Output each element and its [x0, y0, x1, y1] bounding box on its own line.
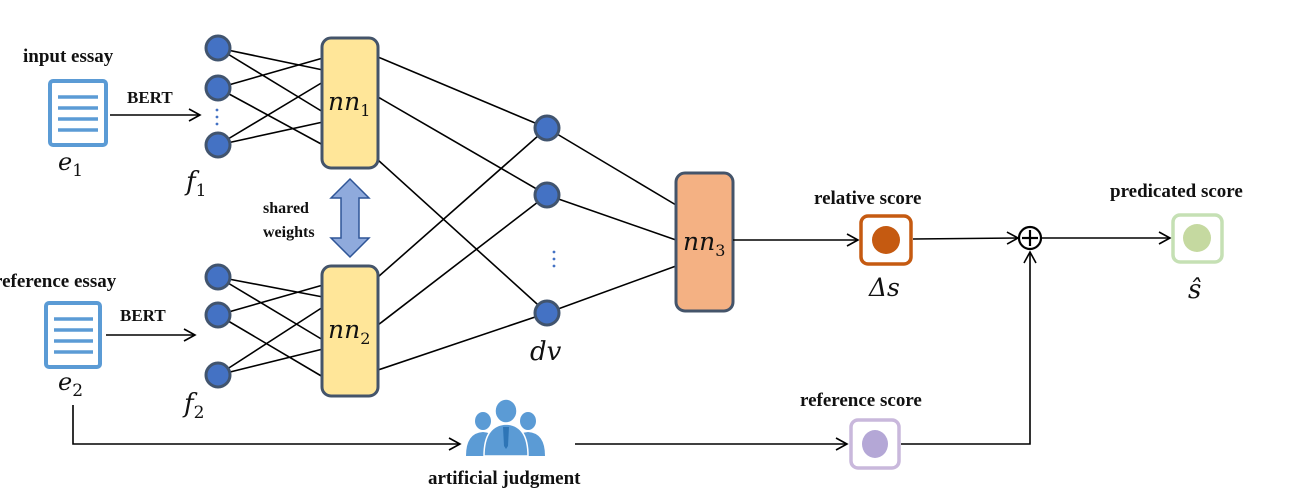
- reference-score-label: reference score: [800, 390, 922, 411]
- shared-weights: shared weights: [263, 177, 371, 259]
- network-nn3: nn3: [674, 171, 735, 313]
- feature-nodes-f2: [204, 263, 232, 389]
- edges-dv-nn3: [546, 127, 677, 314]
- neuron-node: [533, 299, 561, 327]
- feature-nodes-f1: [204, 34, 232, 159]
- shared-weights-label-line2: weights: [263, 224, 315, 241]
- reference-score: reference score: [800, 390, 922, 470]
- plus-operator-icon: [1017, 225, 1043, 251]
- neuron-node: [204, 131, 232, 159]
- edges-f1-nn1: [217, 47, 324, 146]
- artificial-judgment-label: artificial judgment: [428, 468, 581, 489]
- predicted-score-label: predicated score: [1110, 181, 1243, 202]
- difference-vector-nodes: dv: [530, 114, 562, 367]
- neuron-node: [204, 74, 232, 102]
- essay-symbol-e1: e1: [58, 148, 83, 181]
- arrow-e2-judgment: [72, 405, 462, 451]
- arrow-relative-plus: [912, 231, 1020, 245]
- ellipsis-icon: [552, 250, 556, 268]
- reference-essay-branch: reference essay e2 BERT f2: [0, 271, 204, 423]
- arrow-reference-plus: [901, 250, 1037, 445]
- neuron-node: [204, 263, 232, 291]
- input-essay-branch: input essay e1 BERT f1: [23, 46, 206, 201]
- essay-symbol-e2: e2: [58, 368, 83, 401]
- feature-symbol-f2: f2: [182, 389, 204, 423]
- relative-score-label: relative score: [814, 188, 921, 209]
- input-essay-label: input essay: [23, 46, 114, 67]
- neuron-node: [533, 181, 561, 209]
- document-icon: [48, 79, 108, 147]
- predicted-score-symbol: ŝ: [1188, 275, 1201, 305]
- neuron-node: [204, 34, 232, 62]
- neuron-node: [204, 361, 232, 389]
- shared-weights-label-line1: shared: [263, 200, 309, 217]
- artificial-judgment: artificial judgment: [428, 398, 581, 489]
- ellipsis-icon: [215, 108, 219, 126]
- network-nn2: nn2: [320, 264, 380, 398]
- nn2-label: nn2: [328, 315, 370, 348]
- double-arrow-icon: [329, 177, 371, 259]
- predicted-score-dot: [1183, 224, 1211, 252]
- network-nn1: nn1: [320, 36, 380, 170]
- edges-f2-nn2: [217, 276, 324, 378]
- bert-label-2: BERT: [120, 306, 166, 325]
- relative-score: relative score Δs: [814, 188, 921, 302]
- nn3-label: nn3: [683, 227, 725, 260]
- reference-score-dot: [862, 430, 888, 458]
- relative-score-dot: [872, 226, 900, 254]
- dv-label: dv: [530, 337, 562, 367]
- nn1-label: nn1: [328, 87, 370, 120]
- edges-nn-dv: [377, 56, 548, 371]
- neuron-node: [533, 114, 561, 142]
- feature-symbol-f1: f1: [184, 167, 206, 201]
- reference-essay-label: reference essay: [0, 271, 117, 292]
- predicted-score: predicated score ŝ: [1110, 181, 1243, 305]
- relative-score-symbol: Δs: [868, 273, 900, 302]
- neuron-node: [204, 301, 232, 329]
- bert-label-1: BERT: [127, 88, 173, 107]
- people-icon: [466, 398, 545, 457]
- document-icon: [44, 301, 102, 369]
